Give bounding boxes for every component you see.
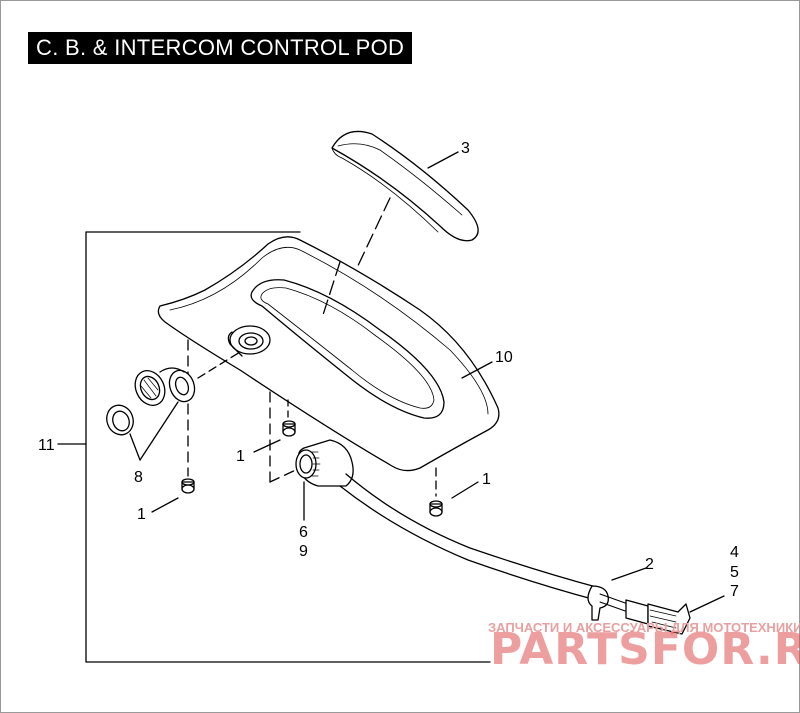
part-1-screw-left bbox=[181, 478, 195, 494]
callout-11: 11 bbox=[38, 437, 55, 454]
part-3-trim-strip bbox=[331, 130, 479, 242]
callout-3: 3 bbox=[461, 140, 470, 157]
part-1-screw-right bbox=[429, 500, 443, 517]
part-10-control-pod bbox=[157, 236, 500, 472]
assembly-bracket bbox=[85, 231, 491, 663]
callout-7: 7 bbox=[730, 583, 739, 600]
watermark-brand: PARTSFOR.RU bbox=[490, 624, 800, 675]
callout-5: 5 bbox=[730, 564, 739, 581]
callout-6: 6 bbox=[299, 524, 308, 541]
cable bbox=[339, 473, 601, 601]
page-title: C. B. & INTERCOM CONTROL POD bbox=[28, 32, 412, 64]
callout-8: 8 bbox=[134, 469, 143, 486]
watermark-tagline: ЗАПЧАСТИ И АКСЕССУАРЫ ДЛЯ МОТОТЕХНИКИ bbox=[488, 620, 800, 635]
part-2-cable-clip bbox=[587, 585, 609, 621]
callout-1-right: 1 bbox=[482, 471, 491, 488]
callout-2: 2 bbox=[645, 556, 654, 573]
callout-1-middle: 1 bbox=[236, 448, 245, 465]
callout-1-left: 1 bbox=[137, 506, 146, 523]
callout-9: 9 bbox=[299, 543, 308, 560]
callout-4: 4 bbox=[730, 544, 739, 561]
part-6-9-jack bbox=[295, 439, 354, 487]
part-4-5-7-connector bbox=[599, 593, 691, 635]
part-1-screw-middle bbox=[282, 420, 296, 437]
part-8-ring bbox=[106, 404, 134, 436]
callout-10: 10 bbox=[495, 349, 513, 366]
part-8-cap bbox=[134, 367, 196, 407]
